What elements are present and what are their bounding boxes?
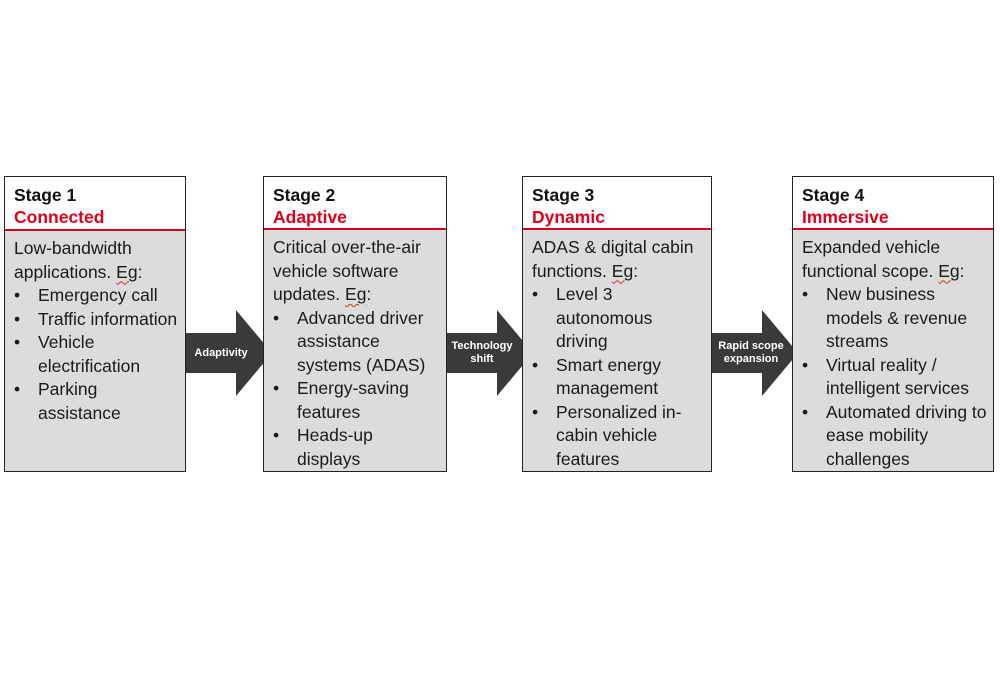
- stage-3-box: Stage 3 Dynamic ADAS & digital cabin fun…: [522, 176, 712, 472]
- stage-header: Stage 1 Connected: [5, 177, 185, 231]
- stage-bullet: New business models & revenue streams: [802, 283, 987, 354]
- eg-label: Eg: [938, 260, 960, 281]
- stage-bullet: Energy-saving features: [273, 377, 440, 424]
- arrow-label: Adaptivity: [194, 346, 248, 359]
- stage-bullet: Heads-up displays: [273, 424, 440, 471]
- stage-bullet: Vehicle electrification: [14, 331, 179, 378]
- eg-label: Eg: [611, 260, 634, 281]
- stage-bullet: Advanced driver assistance systems (ADAS…: [273, 307, 440, 378]
- stage-bullet: Smart energy management: [532, 354, 705, 401]
- stage-4-box: Stage 4 Immersive Expanded vehicle funct…: [792, 176, 994, 472]
- stage-bullet: Virtual reality / intelligent services: [802, 354, 987, 401]
- arrow-adaptivity: Adaptivity: [186, 310, 272, 396]
- stage-header: Stage 3 Dynamic: [523, 177, 711, 230]
- stage-bullet-list: Emergency call Traffic information Vehic…: [14, 284, 179, 425]
- arrow-label: Rapid scope expansion: [718, 340, 784, 365]
- stage-bullet: Emergency call: [14, 284, 179, 308]
- stage-body: Critical over-the-air vehicle software u…: [264, 230, 446, 471]
- stage-bullet: Traffic information: [14, 308, 179, 332]
- stage-bullet-list: New business models & revenue streams Vi…: [802, 283, 987, 471]
- stage-body: Low-bandwidth applications. Eg: Emergenc…: [5, 231, 185, 425]
- stage-body: ADAS & digital cabin functions. Eg: Leve…: [523, 230, 711, 471]
- stage-header: Stage 4 Immersive: [793, 177, 993, 230]
- stage-name: Connected: [14, 207, 105, 227]
- stage-bullet: Parking assistance: [14, 378, 179, 425]
- arrow-icon: [447, 310, 533, 396]
- eg-label: Eg: [116, 261, 138, 282]
- stage-name: Immersive: [802, 207, 889, 227]
- arrow-technology-shift: Technology shift: [447, 310, 533, 396]
- eg-label: Eg: [345, 284, 367, 304]
- stage-name: Dynamic: [532, 207, 605, 227]
- stage-body: Expanded vehicle functional scope. Eg: N…: [793, 230, 993, 471]
- stage-bullet: Personalized in-cabin vehicle features: [532, 401, 705, 472]
- arrow-rapid-scope-expansion: Rapid scope expansion: [712, 310, 798, 396]
- stage-number: Stage 2: [273, 185, 336, 205]
- stage-intro: Expanded vehicle functional scope. Eg:: [802, 237, 965, 281]
- stage-bullet: Level 3 autonomous driving: [532, 283, 705, 354]
- stage-intro: Low-bandwidth applications. Eg:: [14, 238, 143, 282]
- stage-intro: ADAS & digital cabin functions. Eg:: [532, 237, 694, 281]
- arrow-icon: [186, 310, 272, 396]
- stage-bullet: Automated driving to ease mobility chall…: [802, 401, 987, 472]
- stage-number: Stage 3: [532, 185, 595, 205]
- arrow-label: Technology shift: [451, 340, 513, 365]
- stage-number: Stage 1: [14, 185, 77, 205]
- stage-name: Adaptive: [273, 207, 347, 227]
- stage-1-box: Stage 1 Connected Low-bandwidth applicat…: [4, 176, 186, 472]
- stage-bullet-list: Level 3 autonomous driving Smart energy …: [532, 283, 705, 471]
- arrow-icon: [712, 310, 798, 396]
- stage-intro: Critical over-the-air vehicle software u…: [273, 237, 421, 304]
- stage-bullet-list: Advanced driver assistance systems (ADAS…: [273, 307, 440, 472]
- stage-number: Stage 4: [802, 185, 865, 205]
- stage-header: Stage 2 Adaptive: [264, 177, 446, 230]
- stage-2-box: Stage 2 Adaptive Critical over-the-air v…: [263, 176, 447, 472]
